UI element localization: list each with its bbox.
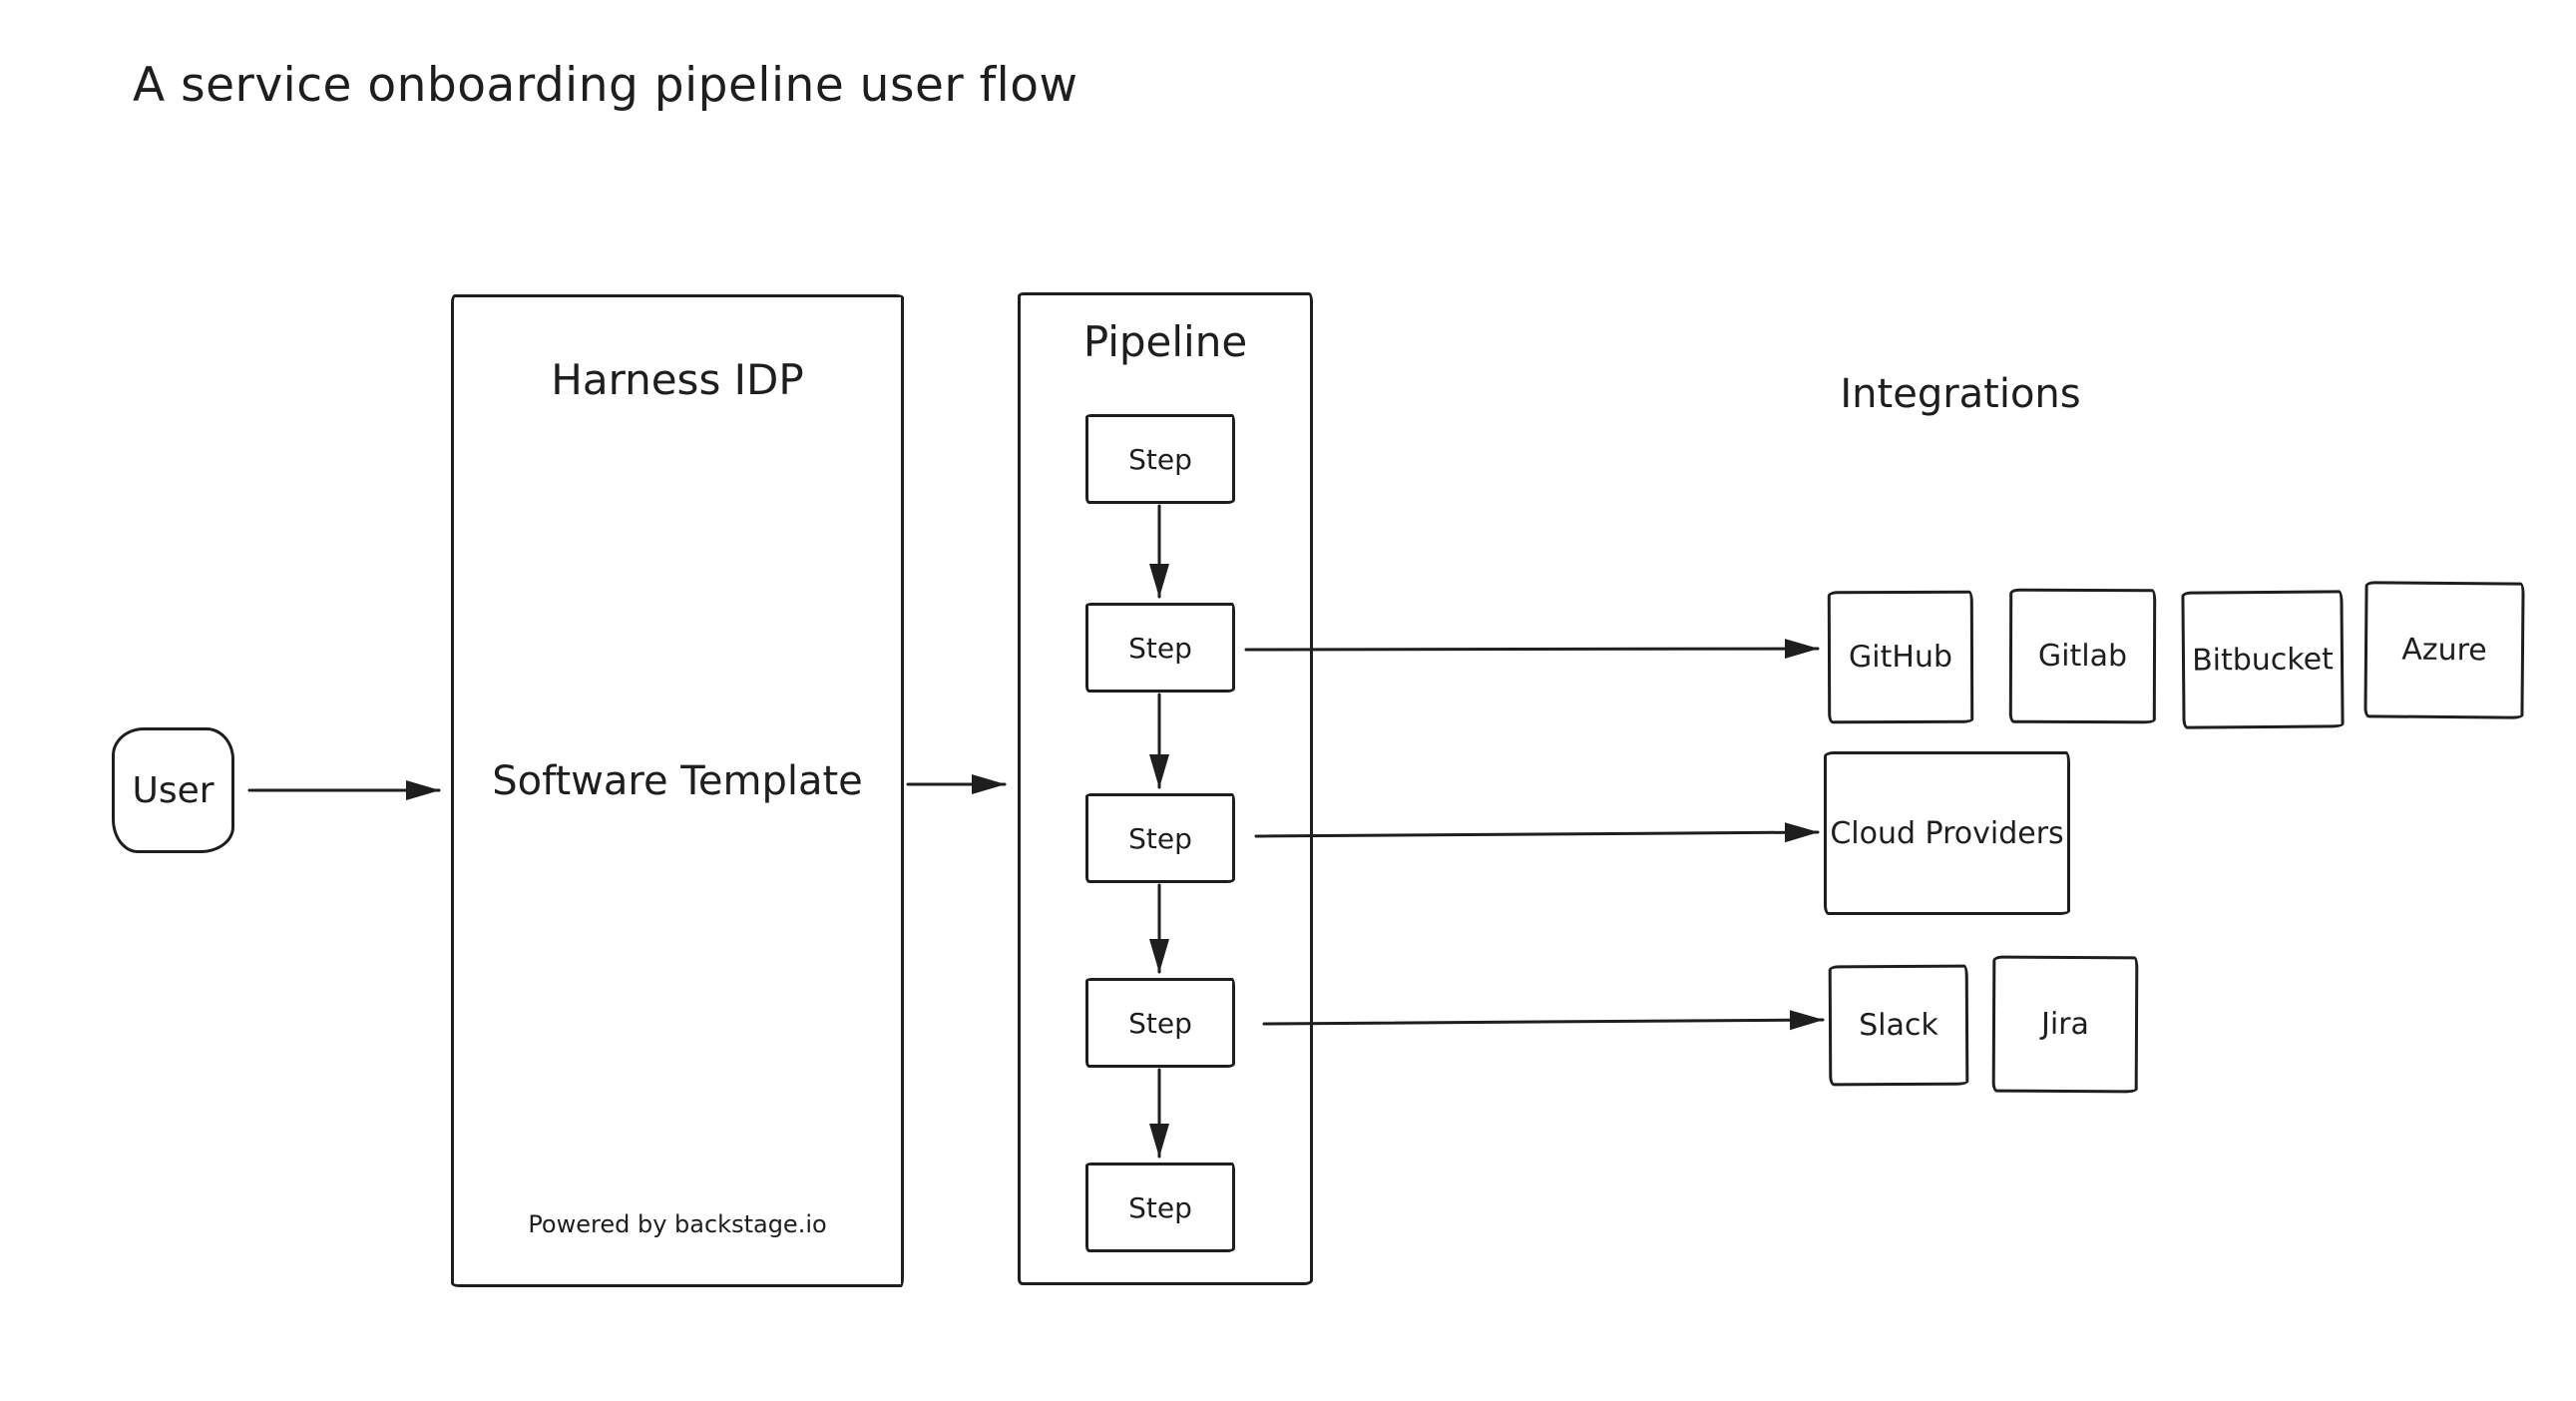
pipeline-label: Pipeline: [1082, 317, 1248, 366]
harness-idp-box: Harness IDP Software Template Powered by…: [451, 294, 904, 1287]
step-label: Step: [1128, 442, 1192, 476]
pipeline-box: Pipeline: [1018, 292, 1313, 1285]
diagram-title: A service onboarding pipeline user flow: [133, 58, 1078, 113]
integration-gitlab: Gitlab: [2008, 588, 2157, 724]
pipeline-step-4: Step: [1085, 978, 1235, 1068]
powered-by-backstage-label: Powered by backstage.io: [528, 1210, 827, 1238]
integration-slack: Slack: [1828, 964, 1969, 1087]
arrow-step2-to-github: [1244, 639, 1820, 660]
software-template-label: Software Template: [492, 758, 863, 804]
integration-label: Azure: [2401, 632, 2487, 669]
arrow-step3-to-cloud-providers: [1254, 822, 1820, 843]
arrow-step4-to-slack: [1262, 1010, 1825, 1031]
integration-label: Gitlab: [2037, 638, 2128, 675]
integrations-label: Integrations: [1840, 371, 2081, 417]
user-label: User: [132, 769, 215, 811]
user-node: User: [112, 727, 234, 853]
step-label: Step: [1128, 631, 1192, 665]
integration-cloud-providers: Cloud Providers: [1824, 751, 2070, 915]
harness-idp-label: Harness IDP: [551, 355, 804, 404]
integration-github: GitHub: [1827, 590, 1974, 724]
step-label: Step: [1128, 1190, 1192, 1224]
step-label: Step: [1128, 1006, 1192, 1040]
pipeline-step-2: Step: [1085, 603, 1235, 693]
pipeline-step-5: Step: [1085, 1163, 1235, 1252]
integration-bitbucket: Bitbucket: [2181, 590, 2345, 729]
integration-label: Cloud Providers: [1830, 815, 2064, 851]
integration-label: Slack: [1859, 1007, 1938, 1044]
pipeline-step-1: Step: [1085, 414, 1235, 504]
integration-jira: Jira: [1991, 955, 2139, 1094]
pipeline-step-3: Step: [1085, 793, 1235, 883]
integration-azure: Azure: [2363, 581, 2525, 719]
integration-label: GitHub: [1848, 639, 1953, 676]
integration-label: Bitbucket: [2191, 641, 2335, 679]
step-label: Step: [1128, 821, 1192, 855]
integration-label: Jira: [2040, 1006, 2090, 1043]
